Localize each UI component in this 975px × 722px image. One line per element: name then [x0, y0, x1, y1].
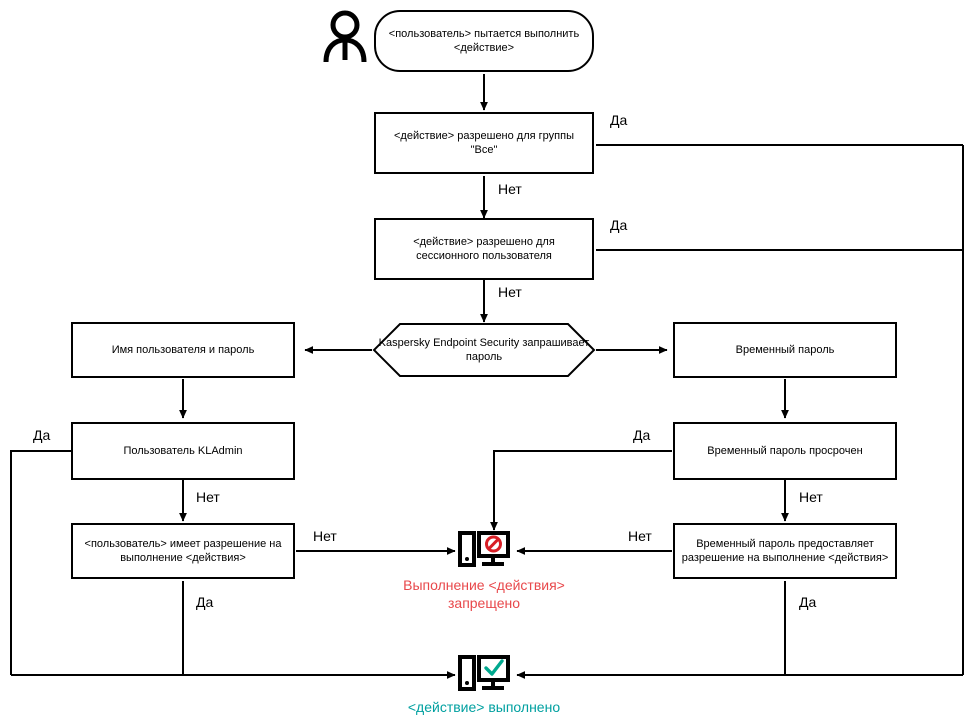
node-allowed-everyone-label: <действие> разрешено для группы "Все" [394, 130, 574, 156]
computer-blocked-icon [458, 531, 510, 571]
person-icon [322, 8, 368, 64]
edge-label-session-no: Нет [498, 284, 522, 300]
node-user-has-permission: <пользователь> имеет разрешение на выпол… [71, 523, 295, 579]
node-start: <пользователь> пытается выполнить <дейст… [374, 10, 594, 72]
terminator-denied-line2: запрещено [447, 595, 521, 611]
node-kladmin-user: Пользователь KLAdmin [71, 422, 295, 480]
node-temp-password-expired-label: Временный пароль просрочен [707, 445, 863, 457]
edge-label-everyone-yes: Да [610, 112, 628, 128]
terminator-allowed-label: <действие> выполнено [407, 699, 561, 715]
node-username-and-password-label: Имя пользователя и пароль [111, 344, 255, 356]
terminator-denied-label: Выполнение <действия> запрещено [334, 576, 634, 612]
edge-label-grants-no: Нет [628, 528, 652, 544]
edge-label-expired-yes: Да [633, 427, 651, 443]
node-kes-prompts-password: Kaspersky Endpoint Security запрашивает … [372, 322, 596, 378]
edge-label-expired-no: Нет [799, 489, 823, 505]
node-temp-password-expired: Временный пароль просрочен [673, 422, 897, 480]
edge-label-grants-yes: Да [799, 594, 817, 610]
node-kladmin-user-label: Пользователь KLAdmin [123, 445, 243, 457]
node-temporary-password: Временный пароль [673, 322, 897, 378]
edge-label-kladmin-no: Нет [196, 489, 220, 505]
node-start-label: <пользователь> пытается выполнить <дейст… [388, 28, 580, 54]
node-allowed-everyone: <действие> разрешено для группы "Все" [374, 112, 594, 174]
node-temp-password-grants-permission: Временный пароль предоставляет разрешени… [673, 523, 897, 579]
node-allowed-session-user-label: <действие> разрешено для сессионного пол… [413, 236, 555, 262]
node-allowed-session-user: <действие> разрешено для сессионного пол… [374, 218, 594, 280]
node-user-has-permission-label: <пользователь> имеет разрешение на выпол… [84, 538, 282, 564]
node-username-and-password: Имя пользователя и пароль [71, 322, 295, 378]
edge-label-everyone-no: Нет [498, 181, 522, 197]
terminator-denied-line1: Выполнение <действия> [403, 577, 565, 593]
edge-label-permission-yes: Да [196, 594, 214, 610]
edge-label-permission-no: Нет [313, 528, 337, 544]
node-temporary-password-label: Временный пароль [735, 344, 835, 356]
edge-label-kladmin-yes: Да [33, 427, 51, 443]
node-kes-prompts-password-label: Kaspersky Endpoint Security запрашивает … [378, 337, 590, 363]
node-temp-password-grants-permission-label: Временный пароль предоставляет разрешени… [681, 538, 889, 564]
computer-check-icon [458, 655, 510, 695]
edge-label-session-yes: Да [610, 217, 628, 233]
